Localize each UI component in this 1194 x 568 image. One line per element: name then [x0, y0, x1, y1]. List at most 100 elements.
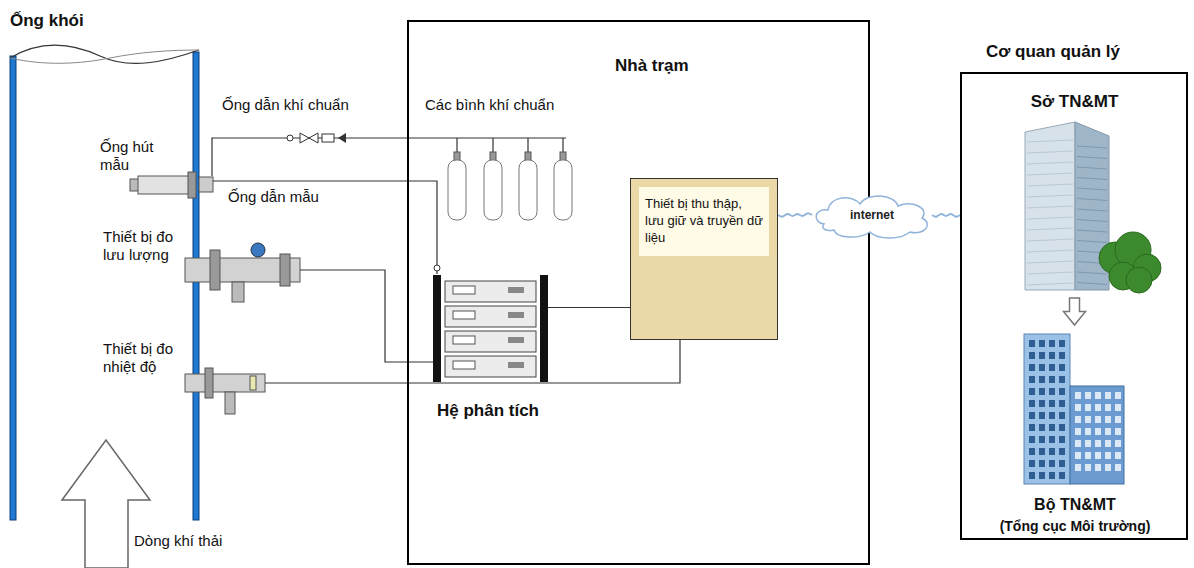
illustration-part	[1049, 472, 1055, 479]
ministry-building: Bộ TN&MT(Tổng cục Môi trường)	[984, 328, 1166, 536]
stack-top	[10, 45, 199, 63]
illustration-part	[1115, 428, 1121, 435]
standard-gas-line	[212, 138, 566, 176]
illustration-part	[445, 306, 536, 327]
illustration-part	[1027, 239, 1073, 241]
illustration-part	[1077, 230, 1107, 232]
illustration-part	[1077, 188, 1107, 190]
illustration-part	[1029, 424, 1035, 431]
illustration-part	[1049, 364, 1055, 371]
illustration-part	[1077, 272, 1107, 274]
illustration-part	[1115, 404, 1121, 411]
illustration-part	[1059, 424, 1065, 431]
illustration-part	[1029, 364, 1035, 371]
illustration-part	[1027, 162, 1073, 164]
illustration-part	[1039, 424, 1045, 431]
gas-flow-arrow	[62, 440, 150, 568]
illustration-part	[1075, 464, 1081, 471]
sample-probe	[138, 176, 192, 194]
illustration-part	[1029, 340, 1035, 347]
illustration-part	[1029, 388, 1035, 395]
illustration-part	[527, 138, 528, 152]
flow-meter	[280, 254, 290, 286]
illustration-part	[1075, 392, 1081, 399]
illustration-part	[1105, 428, 1111, 435]
illustration-part	[1029, 400, 1035, 407]
illustration-part	[1029, 472, 1035, 479]
illustration-part	[1085, 416, 1091, 423]
illustration-part	[1059, 364, 1065, 371]
illustration-part	[1025, 122, 1161, 293]
node-text: Cơ quan quản lý	[986, 42, 1120, 62]
illustration-part	[1027, 184, 1073, 186]
illustration-part	[1039, 388, 1045, 395]
part-label: Thiết bị đo nhiệt độ	[103, 340, 191, 376]
temperature-sensor	[250, 376, 256, 390]
temperature-sensor	[205, 368, 213, 398]
illustration-part	[508, 362, 524, 368]
illustration-part	[1049, 424, 1055, 431]
illustration-part	[1075, 440, 1081, 447]
node-text: internet	[850, 208, 894, 222]
sample-probe	[188, 172, 196, 198]
illustration-part	[1029, 376, 1035, 383]
illustration-part	[519, 160, 537, 220]
station-box: Nhà trạmHệ phân tíchThiết bị thu thập, l…	[407, 20, 870, 565]
connector	[1064, 298, 1086, 325]
illustration-part	[1059, 340, 1065, 347]
illustration-part	[1075, 452, 1081, 459]
illustration-part	[1077, 262, 1107, 264]
illustration-part	[1059, 436, 1065, 443]
part-label: Thiết bị đo lưu lượng	[103, 228, 183, 264]
illustration-part	[453, 286, 475, 294]
illustration-part	[540, 275, 548, 382]
illustration-part	[1126, 267, 1152, 293]
connector	[548, 307, 630, 308]
illustration-part	[1024, 334, 1070, 484]
illustration-part	[1095, 392, 1101, 399]
illustration-part	[456, 138, 457, 152]
illustration-part	[1115, 416, 1121, 423]
illustration-part	[1027, 283, 1073, 285]
node-text: Thiết bị thu thập, lưu giữ và truyền dữ …	[639, 187, 769, 256]
department-building: Sở TN&MT	[987, 90, 1162, 295]
illustration-part	[1029, 352, 1035, 359]
bldB-icon	[984, 328, 1166, 536]
temperature-sensor	[185, 374, 265, 392]
illustration-part	[1027, 195, 1073, 197]
illustration-part	[1049, 340, 1055, 347]
illustration-part	[492, 138, 493, 152]
illustration-part	[1077, 146, 1107, 148]
illustration-part	[1077, 157, 1107, 159]
gas-cylinders	[448, 138, 572, 220]
illustration-part	[1085, 428, 1091, 435]
illustration-part	[1085, 404, 1091, 411]
illustration-part	[1059, 460, 1065, 467]
illustration-part	[1133, 254, 1161, 282]
illustration-part	[1059, 472, 1065, 479]
illustration-part	[1027, 217, 1073, 219]
illustration-part	[1039, 400, 1045, 407]
illustration-part	[445, 331, 536, 352]
illustration-part	[1075, 404, 1081, 411]
analyzer-rack: Hệ phân tích	[433, 275, 548, 382]
illustration-part	[1027, 206, 1073, 208]
illustration-part	[1105, 464, 1111, 471]
valve-symbol	[338, 133, 346, 143]
illustration-part	[1027, 261, 1073, 263]
illustration-part	[554, 160, 572, 220]
illustration-part	[453, 311, 475, 319]
illustration-part	[1105, 440, 1111, 447]
illustration-part	[1029, 412, 1035, 419]
illustration-part	[1077, 167, 1107, 169]
illustration-part	[453, 336, 475, 344]
illustration-part	[1077, 178, 1107, 180]
illustration-part	[1077, 283, 1107, 285]
temperature-sensor	[225, 392, 235, 414]
illustration-part	[1095, 404, 1101, 411]
illustration-part	[1075, 122, 1109, 290]
illustration-part	[1095, 428, 1101, 435]
illustration-part	[445, 281, 536, 302]
illustration-part	[1039, 472, 1045, 479]
